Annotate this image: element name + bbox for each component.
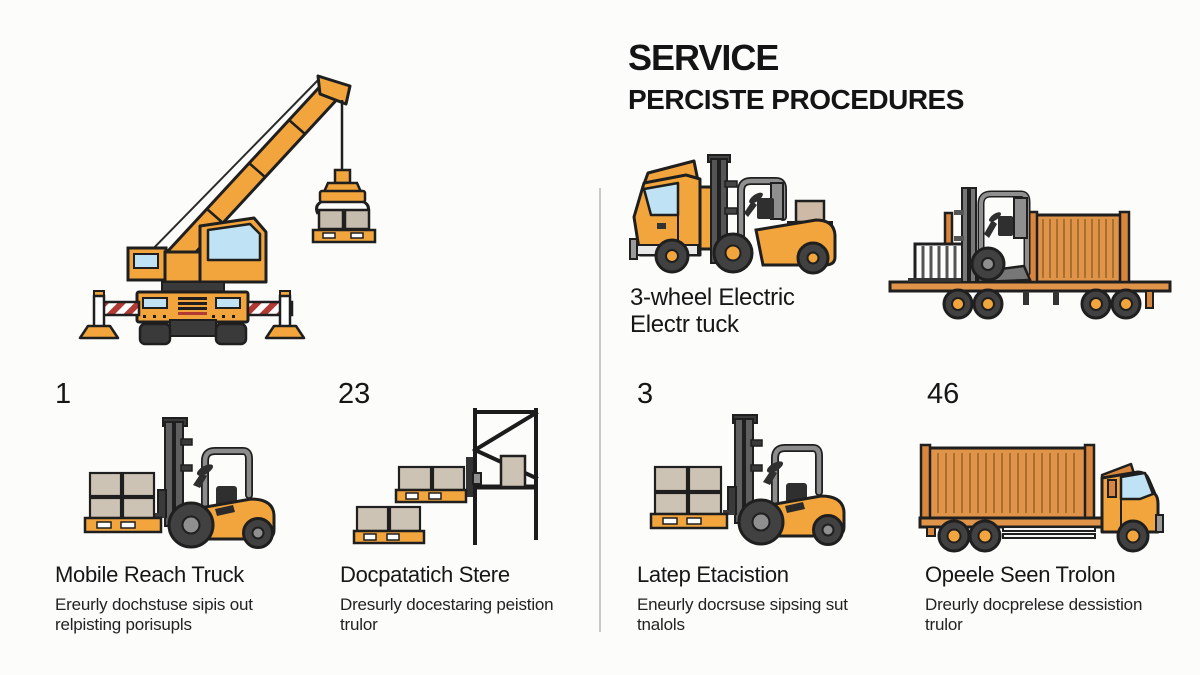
hero-vehicle-label-line2: Electr tuck xyxy=(630,311,739,338)
item-number-4: 46 xyxy=(927,378,960,410)
item-title-2: Docpatatich Stere xyxy=(340,562,510,587)
item-title-4: Opeele Seen Trolon xyxy=(925,562,1116,587)
item-title-1: Mobile Reach Truck xyxy=(55,562,245,587)
item-desc-1-line2: relpisting porisupls xyxy=(55,615,192,634)
item-desc-1-line1: Ereurly dochstuse sipis out xyxy=(55,595,253,614)
item-desc-2-line1: Dresurly docestaring peistion xyxy=(340,595,554,614)
item-desc-3-line2: tnalols xyxy=(637,615,685,634)
item-desc-3: Eneurly docrsuse sipsing sut tnalols xyxy=(637,595,848,635)
vertical-divider xyxy=(599,188,601,632)
hero-vehicle-label: 3-wheel Electric Electr tuck xyxy=(630,284,795,338)
item-title-3: Latep Etacistion xyxy=(637,562,789,587)
item-desc-1: Ereurly dochstuse sipis out relpisting p… xyxy=(55,595,253,635)
item-desc-3-line1: Eneurly docrsuse sipsing sut xyxy=(637,595,848,614)
mobile-crane-icon xyxy=(78,74,377,346)
item-number-2: 23 xyxy=(338,378,371,410)
item-desc-4: Dreurly docprelese dessistion trulor xyxy=(925,595,1142,635)
container-truck-icon xyxy=(918,443,1164,553)
item-number-1: 1 xyxy=(55,378,72,410)
header: SERVICE PERCISTE PROCEDURES xyxy=(628,40,964,116)
container-trailer-forklift-icon xyxy=(888,187,1172,320)
item-number-3: 3 xyxy=(637,378,654,410)
pallet-rack-icon xyxy=(352,408,539,545)
item-desc-4-line2: trulor xyxy=(925,615,963,634)
page-title: SERVICE xyxy=(628,37,779,78)
three-wheel-electric-forklift-icon xyxy=(629,154,837,275)
item-desc-4-line1: Dreurly docprelese dessistion xyxy=(925,595,1143,614)
item-desc-2-line2: trulor xyxy=(340,615,378,634)
page-subtitle: PERCISTE PROCEDURES xyxy=(628,84,964,115)
forklift-pallet-icon xyxy=(649,414,846,546)
item-desc-2: Dresurly docestaring peistion trulor xyxy=(340,595,554,635)
hero-vehicle-label-line1: 3-wheel Electric xyxy=(630,284,795,311)
forklift-pallet-icon xyxy=(83,417,276,549)
